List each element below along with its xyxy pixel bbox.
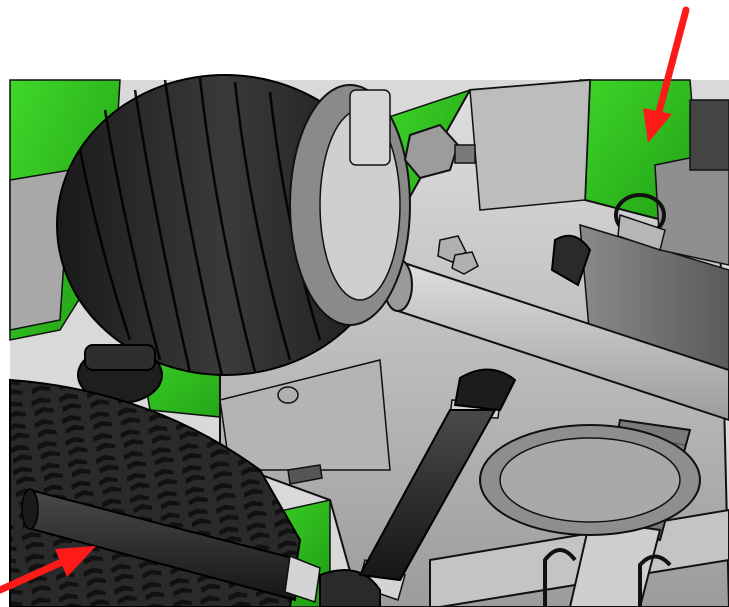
wheel-hub [349,89,391,166]
front-tire [56,74,411,377]
lower-hose [21,488,302,602]
connector-block [689,99,729,171]
hose-end-cap [453,368,517,412]
adjustment-knob [77,344,163,404]
axle-nut [403,123,476,180]
reservoir-face [499,437,681,523]
callout-arrow-bottom-left [0,546,96,594]
bottom-hooks [543,548,672,607]
diagonal-hose [358,368,517,582]
callout-arrow-top-right [643,6,690,143]
hose-clamp-fitting [550,193,666,287]
upper-bracket-flange [469,79,591,211]
left-side-panel [9,169,71,331]
plate-slot [287,464,323,485]
